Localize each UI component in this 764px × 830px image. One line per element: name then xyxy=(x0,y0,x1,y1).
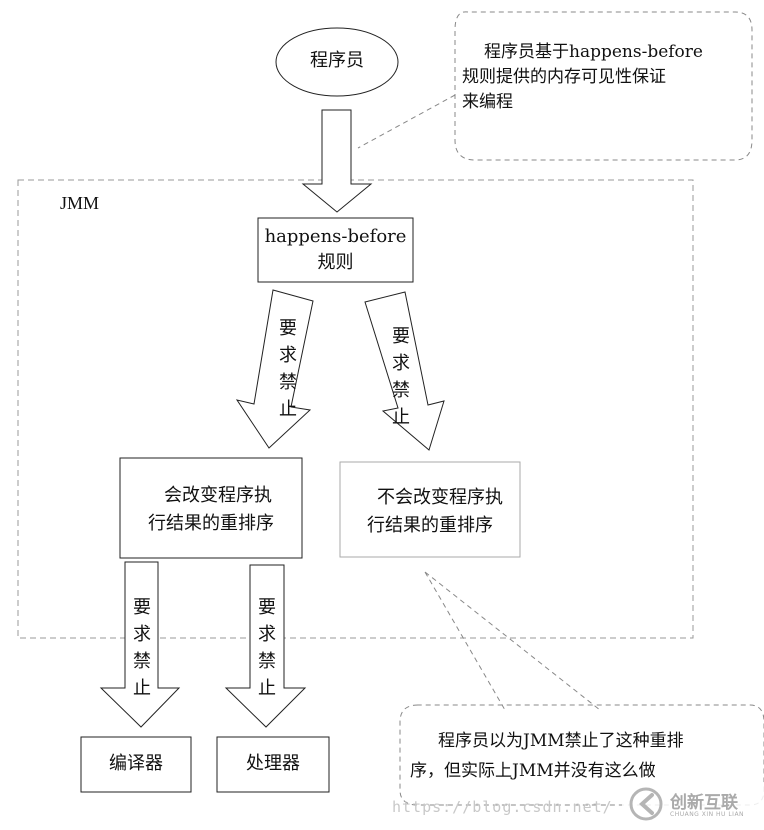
watermark-logo xyxy=(622,782,764,826)
processor-frame xyxy=(216,736,330,793)
arrow-change-to-processor xyxy=(224,564,307,728)
arrow-char: 止 xyxy=(279,399,297,420)
note-top-text: 程序员基于happens-before 规则提供的内存可见性保证 来编程 xyxy=(462,40,752,115)
note-top-line-1: 程序员基于happens-before xyxy=(484,42,703,62)
arrow-char: 禁 xyxy=(258,651,276,672)
arrow-change-to-compiler xyxy=(99,561,181,728)
box-nochange-frame xyxy=(339,461,521,558)
arrow-programmer-to-rules xyxy=(301,109,373,213)
note-bottom-line-2: 序，但实际上JMM并没有这么做 xyxy=(410,761,656,781)
compiler-frame xyxy=(80,736,192,793)
note-bottom-text: 程序员以为JMM禁止了这种重排 序，但实际上JMM并没有这么做 xyxy=(410,726,760,786)
note-bottom-pointer xyxy=(424,571,601,711)
watermark-brand-sub: CHUANG XIN HU LIAN xyxy=(670,811,745,818)
arrow-char: 求 xyxy=(392,353,410,374)
arrow-char: 要 xyxy=(258,597,276,618)
compiler-label: 编译器 xyxy=(109,753,163,774)
note-top-line-3: 来编程 xyxy=(462,92,513,112)
arrow-rules-to-change xyxy=(235,289,314,449)
jmm-label: JMM xyxy=(60,193,100,213)
box-nochange-line-2: 行结果的重排序 xyxy=(367,515,493,536)
box-change-line-2: 行结果的重排序 xyxy=(148,513,274,534)
arrow-label-change-to-processor: 要 求 禁 止 xyxy=(256,594,278,702)
arrow-char: 求 xyxy=(258,624,276,645)
arrow-char: 求 xyxy=(279,345,297,366)
processor-label: 处理器 xyxy=(246,753,300,774)
box-nochange: 不会改变程序执 行结果的重排序 xyxy=(340,484,520,540)
box-change: 会改变程序执 行结果的重排序 xyxy=(120,482,302,538)
box-nochange-line-1: 不会改变程序执 xyxy=(377,487,503,508)
arrow-rules-to-nochange xyxy=(364,291,445,451)
box-change-line-1: 会改变程序执 xyxy=(164,485,272,506)
watermark-url: https://blog.csdn.net/ xyxy=(392,798,613,816)
arrow-label-rules-to-nochange: 要 求 禁 止 xyxy=(390,323,412,431)
arrow-char: 求 xyxy=(133,624,151,645)
rules-box: happens-before 规则 xyxy=(258,224,413,276)
arrow-char: 禁 xyxy=(392,380,410,401)
arrow-char: 要 xyxy=(392,326,410,347)
chuangxin-logo-icon xyxy=(629,787,663,821)
arrow-char: 禁 xyxy=(279,372,297,393)
arrow-char: 止 xyxy=(392,407,410,428)
watermark-brand: 创新互联 xyxy=(670,793,738,813)
arrow-char: 禁 xyxy=(133,651,151,672)
rules-box-line-2: 规则 xyxy=(317,252,354,273)
rules-box-frame xyxy=(257,217,414,283)
rules-box-line-1: happens-before xyxy=(264,226,407,247)
arrow-label-change-to-compiler: 要 求 禁 止 xyxy=(131,594,153,702)
note-top-line-2: 规则提供的内存可见性保证 xyxy=(462,67,666,87)
note-top-bubble xyxy=(454,11,753,161)
arrow-char: 止 xyxy=(133,678,151,699)
arrow-char: 要 xyxy=(279,318,297,339)
arrow-char: 止 xyxy=(258,678,276,699)
programmer-node xyxy=(275,27,399,97)
box-change-frame xyxy=(119,457,303,559)
note-top-pointer xyxy=(357,94,456,149)
arrow-char: 要 xyxy=(133,597,151,618)
arrow-label-rules-to-change: 要 求 禁 止 xyxy=(277,315,299,423)
programmer-label: 程序员 xyxy=(310,50,364,71)
jmm-boundary xyxy=(17,179,694,639)
note-bottom-line-1: 程序员以为JMM禁止了这种重排 xyxy=(438,731,684,751)
